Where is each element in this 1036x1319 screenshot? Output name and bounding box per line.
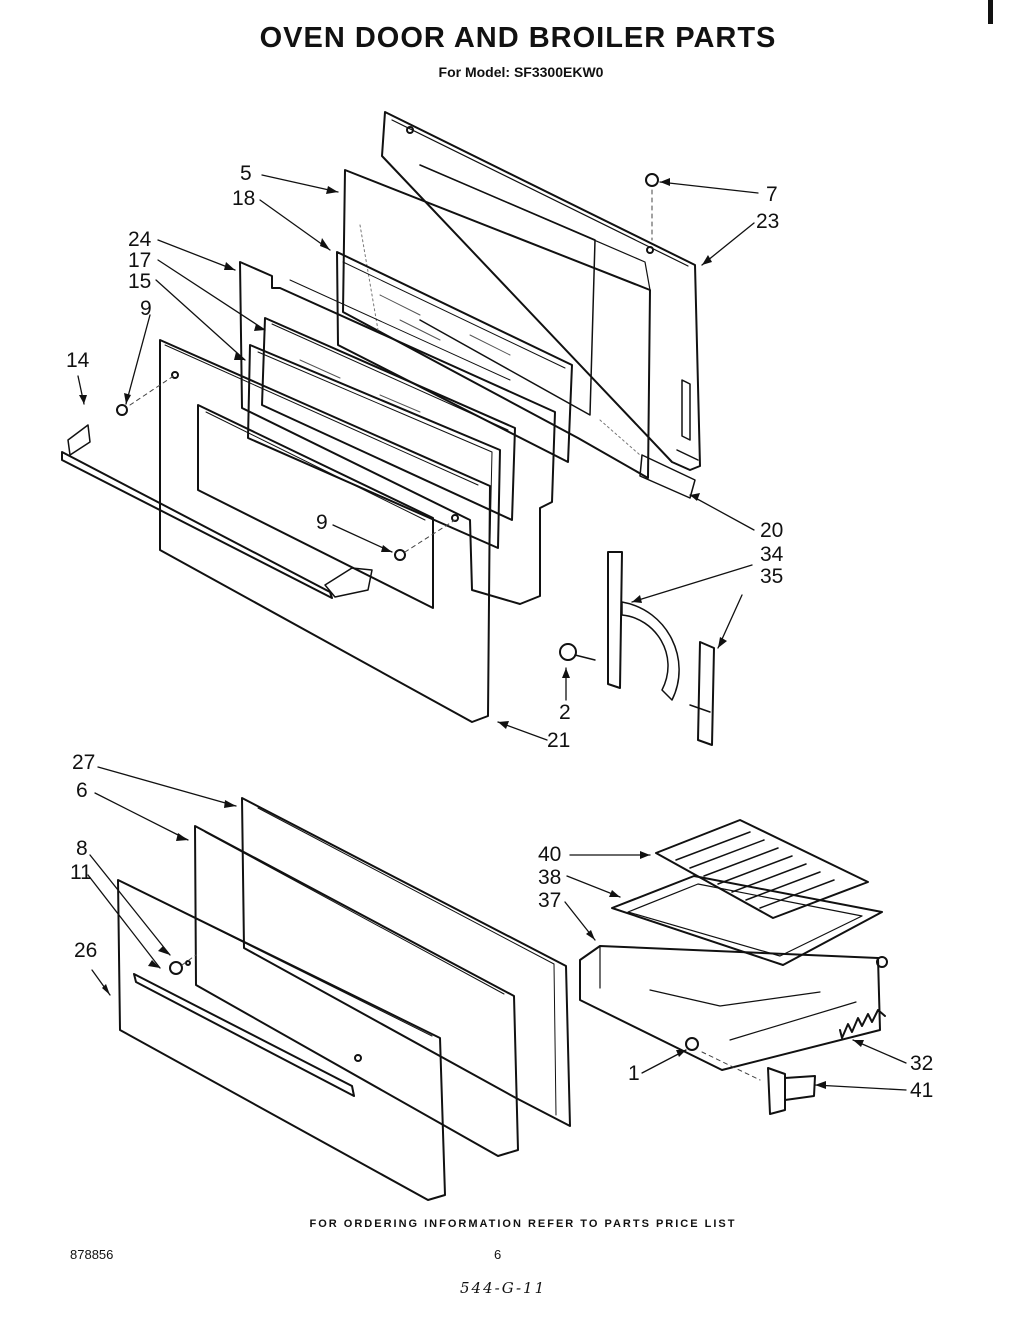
assembly-dashes (129, 189, 761, 1081)
callout-32: 32 (910, 1052, 934, 1075)
hinge-bolt (559, 643, 596, 661)
callout-14: 14 (66, 349, 90, 372)
broiler-handle-spacer (169, 960, 362, 1062)
broiler-grid (655, 819, 869, 919)
door-hinge (607, 551, 680, 701)
outer-door-panel (159, 339, 491, 723)
drawer-bracket (767, 1067, 816, 1115)
callout-8: 8 (76, 837, 88, 860)
callout-18: 18 (232, 187, 256, 210)
callout-1: 1 (628, 1062, 640, 1085)
model-subtitle: For Model: SF3300EKW0 (438, 64, 604, 80)
document-number: 878856 (70, 1247, 114, 1262)
heat-shield-panel (239, 261, 556, 605)
callout-38: 38 (538, 866, 562, 889)
arrowheads (79, 178, 864, 1089)
callout-5: 5 (240, 162, 252, 185)
callout-17: 17 (128, 249, 152, 272)
drawer-spring (839, 1009, 886, 1039)
callout-11: 11 (70, 861, 92, 884)
broiler-door-outer-panel (117, 879, 446, 1201)
broiler-door-inner-panel (194, 825, 519, 1157)
callout-9-lower: 9 (316, 511, 328, 534)
ordering-note: FOR ORDERING INFORMATION REFER TO PARTS … (309, 1218, 737, 1230)
inner-glass (261, 317, 516, 521)
leader-lines (77, 174, 907, 1091)
callout-35: 35 (760, 565, 784, 588)
handle-spacers (116, 404, 406, 561)
hinge-receiver (689, 641, 715, 746)
corner-mark (988, 0, 993, 24)
page-number: 6 (494, 1247, 502, 1262)
oven-door-liner (342, 164, 696, 499)
broiler-door-gasket (241, 797, 571, 1127)
callout-34: 34 (760, 543, 784, 566)
callout-24: 24 (128, 228, 152, 251)
callout-27: 27 (72, 751, 96, 774)
broiler-door-handle (133, 973, 355, 1097)
callout-26: 26 (74, 939, 98, 962)
callout-20: 20 (760, 519, 784, 542)
callout-7: 7 (766, 183, 778, 206)
plug-button (645, 173, 659, 187)
page-title: OVEN DOOR AND BROILER PARTS (259, 22, 777, 54)
callout-40: 40 (538, 843, 562, 866)
broiler-pan (611, 875, 883, 966)
callout-2: 2 (559, 701, 571, 724)
callout-6: 6 (76, 779, 88, 802)
callout-41: 41 (910, 1079, 934, 1102)
oven-door-back-panel (381, 111, 701, 471)
callout-9-upper: 9 (140, 297, 152, 320)
callout-21: 21 (547, 729, 571, 752)
oven-door-handle (61, 424, 373, 599)
callout-23: 23 (756, 210, 780, 233)
drawer-roller (685, 1037, 699, 1051)
callout-37: 37 (538, 889, 562, 912)
handwritten-note: 544-G-11 (460, 1279, 547, 1297)
broiler-drawer-body (579, 945, 888, 1071)
callout-15: 15 (128, 270, 152, 293)
